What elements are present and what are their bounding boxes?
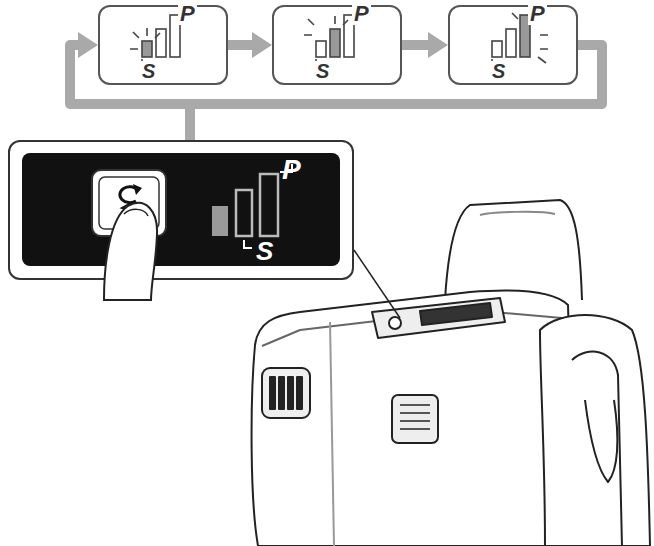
light-rays [512,13,548,63]
control-panel [372,298,505,338]
indicator-state [304,14,360,63]
finger [104,203,157,300]
screw-icon [122,204,136,224]
callout-panel: PS [8,140,354,280]
cycle-arrow [228,40,260,50]
indicator-state [492,13,548,63]
vent-slot [270,377,275,409]
handle-grip [572,352,622,546]
range-bracket [244,164,292,248]
mode-letter: S [314,61,331,81]
range-bracket [492,14,536,63]
vent-slot [288,377,293,409]
light-rays [304,16,348,35]
vent-slot [297,377,302,409]
bar [236,190,252,236]
mode-letter: S [140,61,157,81]
lit-bar [330,29,340,57]
vent-slot [279,377,284,409]
battery-housing [252,291,575,546]
indicator-display [420,303,492,325]
bar [170,15,180,57]
mode-letter: P [352,3,371,25]
cycle-arrow [70,45,602,104]
mode-letter: P [282,156,301,184]
indicator-panel: PS [448,5,578,85]
rotation-icon-head [133,184,142,195]
release-button [392,395,438,443]
bar [344,15,354,57]
lit-bar [520,15,530,57]
button-face [99,177,159,229]
handle [540,315,650,546]
housing-seam [330,322,334,546]
range-bracket [316,14,360,63]
lit-bar [142,41,152,57]
mode-button [389,317,401,329]
indicator-panel: PS [98,5,228,85]
display-panel [22,153,340,266]
bar [316,41,326,57]
indicator-panel: PS [272,5,402,85]
light-rays [130,28,160,49]
belt-clip [585,400,617,482]
bar [506,29,516,57]
mode-letter: P [178,3,197,25]
vent [262,368,310,418]
button-ribs [400,405,430,429]
bar [156,29,166,57]
mode-letter: S [256,238,273,264]
mode-button [92,170,166,236]
mode-letter: P [528,3,547,25]
lit-bar [212,206,228,236]
indicator-state [130,14,186,63]
fingernail [124,209,148,216]
bar [260,174,278,236]
range-bracket [142,14,186,63]
leader-line [354,250,400,318]
motor-housing [445,200,582,300]
mode-letter: S [490,61,507,81]
bar [492,41,502,57]
housing-line [480,212,555,215]
cycle-arrow [402,40,436,50]
